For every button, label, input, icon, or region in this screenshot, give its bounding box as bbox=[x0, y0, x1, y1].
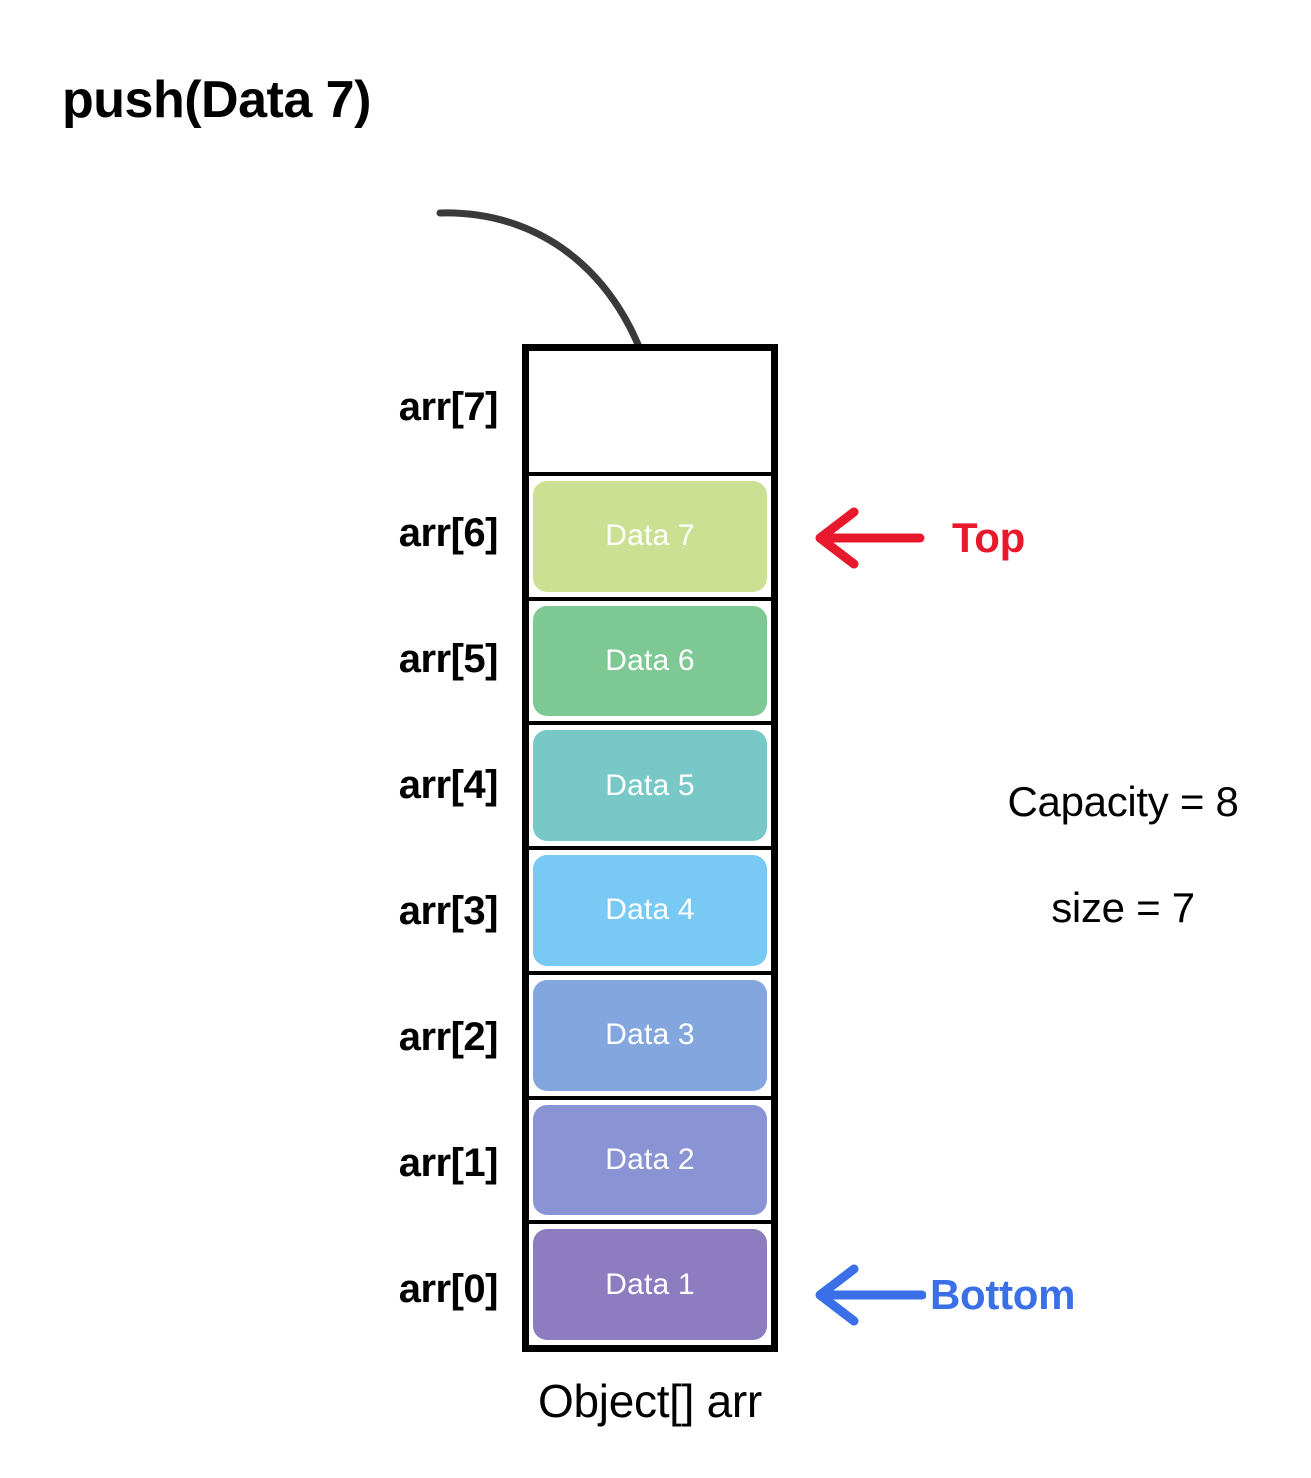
data-chip-1: Data 2 bbox=[533, 1104, 767, 1216]
left-arrow-icon bbox=[815, 507, 925, 569]
top-pointer-label: Top bbox=[952, 514, 1025, 561]
array-cell-1[interactable]: Data 2 bbox=[529, 1100, 771, 1225]
array-cell-0[interactable]: Data 1 bbox=[529, 1224, 771, 1345]
array-cell-5[interactable]: Data 6 bbox=[529, 601, 771, 726]
array-cell-3[interactable]: Data 4 bbox=[529, 850, 771, 975]
data-chip-0: Data 1 bbox=[533, 1229, 767, 1340]
data-chip-6: Data 7 bbox=[533, 480, 767, 592]
left-arrow-icon bbox=[815, 1264, 926, 1326]
index-label-arr2: arr[2] bbox=[398, 1014, 499, 1059]
index-label-arr7: arr[7] bbox=[398, 384, 499, 429]
array-cell-4[interactable]: Data 5 bbox=[529, 725, 771, 850]
array-cell-2[interactable]: Data 3 bbox=[529, 975, 771, 1100]
top-pointer: Top bbox=[808, 505, 1025, 571]
page-title: push(Data 7) bbox=[62, 71, 371, 129]
index-label-arr3: arr[3] bbox=[398, 888, 499, 933]
size-text: size = 7 bbox=[1051, 884, 1195, 931]
array-caption: Object[] arr bbox=[538, 1375, 762, 1427]
bottom-pointer: Bottom bbox=[808, 1262, 1075, 1328]
data-chip-3: Data 4 bbox=[533, 855, 767, 966]
index-label-arr1: arr[1] bbox=[398, 1140, 499, 1185]
index-label-arr0: arr[0] bbox=[398, 1266, 499, 1311]
stats-block: Capacity = 8 size = 7 bbox=[968, 778, 1278, 932]
array-container: Data 7 Data 6 Data 5 Data 4 Data 3 Data … bbox=[522, 344, 778, 1352]
capacity-text: Capacity = 8 bbox=[1007, 778, 1239, 825]
data-chip-4: Data 5 bbox=[533, 730, 767, 841]
index-label-arr5: arr[5] bbox=[398, 636, 499, 681]
data-chip-7 bbox=[533, 356, 767, 467]
index-label-arr4: arr[4] bbox=[398, 762, 499, 807]
data-chip-2: Data 3 bbox=[533, 979, 767, 1091]
index-label-column: arr[7] arr[6] arr[5] arr[4] arr[3] arr[2… bbox=[300, 344, 499, 1352]
index-label-arr6: arr[6] bbox=[398, 510, 499, 555]
bottom-pointer-label: Bottom bbox=[930, 1271, 1076, 1318]
data-chip-5: Data 6 bbox=[533, 605, 767, 717]
array-cell-6[interactable]: Data 7 bbox=[529, 476, 771, 601]
array-cell-7[interactable] bbox=[529, 351, 771, 476]
